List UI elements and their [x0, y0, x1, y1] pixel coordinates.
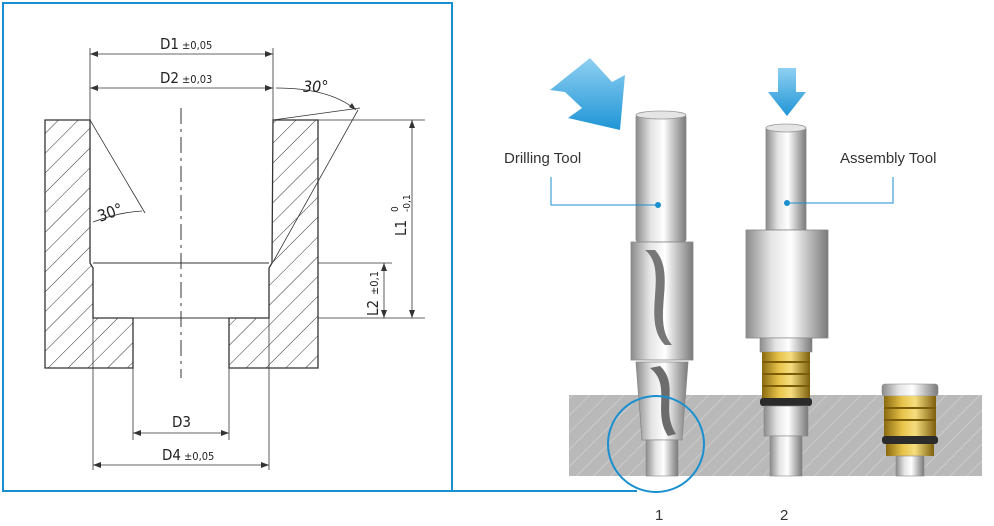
d2-tolerance: ±0,03 — [182, 73, 212, 86]
workpiece-plate — [569, 395, 982, 476]
assembly-tool-label: Assembly Tool — [840, 150, 936, 167]
down-arrow-icon — [768, 68, 806, 116]
installed-insert — [881, 383, 939, 477]
d3-label: D3 — [172, 413, 191, 431]
d1-label: D1 — [160, 35, 179, 53]
drilling-tool — [630, 110, 694, 477]
assembly-tool-leader — [787, 177, 894, 204]
d4-tolerance: ±0,05 — [184, 450, 214, 463]
d2-label: D2 — [160, 69, 179, 87]
d1-tolerance: ±0,05 — [182, 39, 212, 52]
l1-tolerance-lower: -0,1 — [402, 194, 413, 212]
l2-tolerance: ±0,1 — [368, 271, 381, 295]
section-right-hatch — [228, 119, 319, 369]
d4-label: D4 — [162, 446, 181, 464]
l1-label: L1 — [392, 220, 410, 236]
l2-label: L2 — [364, 300, 382, 316]
drilling-tool-leader — [550, 177, 658, 206]
angle-inner-label: 30° — [95, 199, 125, 226]
drilling-tool-label: Drilling Tool — [504, 150, 581, 167]
drawing-frame — [2, 2, 453, 492]
assembly-tool — [745, 123, 829, 477]
rotate-arrow-icon — [550, 58, 625, 130]
section-left-hatch — [44, 119, 134, 369]
l1-tolerance-upper: 0 — [390, 206, 401, 212]
step-2-number: 2 — [780, 507, 788, 524]
step-1-number: 1 — [655, 507, 663, 524]
angle-top-label: 30° — [303, 77, 329, 96]
drill-detail-circle — [607, 395, 705, 493]
